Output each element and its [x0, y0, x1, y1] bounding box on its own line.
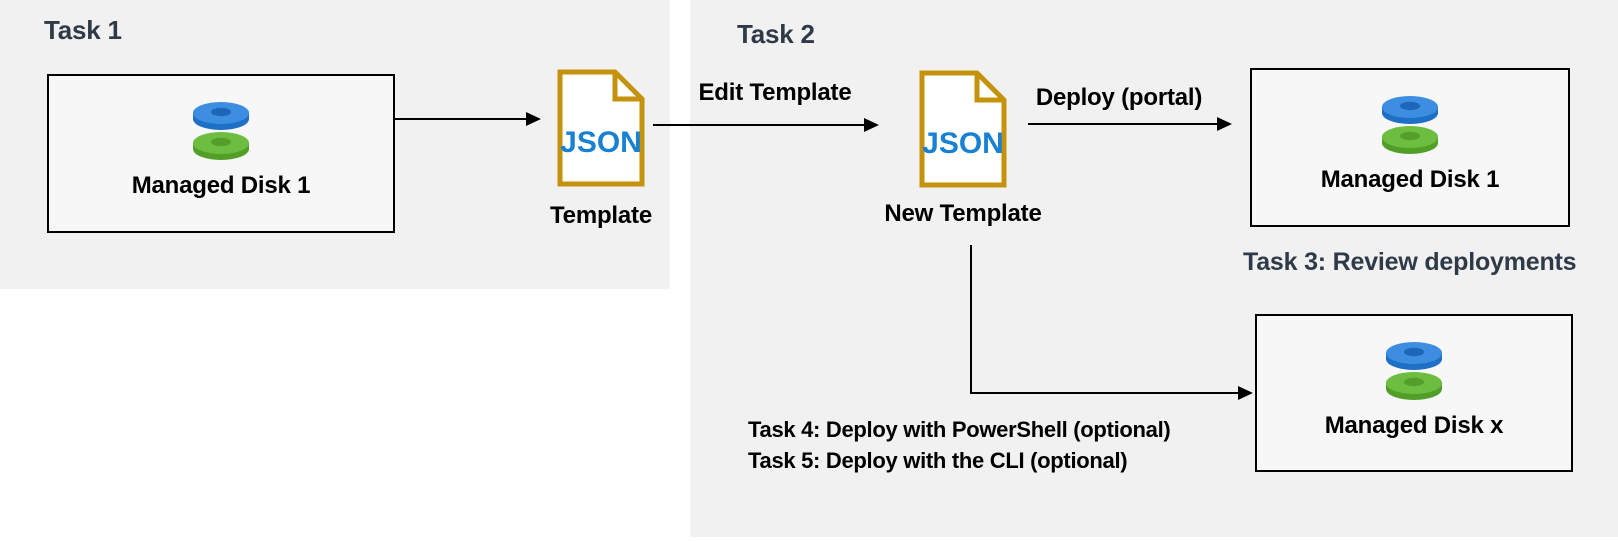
json-file-text: JSON — [922, 127, 1004, 160]
task3-heading: Task 3: Review deployments — [1243, 248, 1577, 276]
edit-template-label: Edit Template — [698, 79, 852, 106]
managed-disk-1-source-box: Managed Disk 1 — [47, 74, 395, 233]
template-caption: Template — [550, 202, 652, 229]
managed-disk-icon — [1386, 341, 1442, 400]
json-file-icon-new-template: JSON — [919, 70, 1007, 188]
managed-disk-icon — [193, 102, 249, 160]
new-template-caption: New Template — [884, 200, 1042, 227]
managed-disk-1-deployed-box: Managed Disk 1 — [1250, 68, 1570, 227]
json-file-icon-template: JSON — [557, 69, 645, 187]
deploy-portal-label: Deploy (portal) — [1035, 84, 1203, 111]
managed-disk-icon — [1382, 96, 1438, 154]
json-file-text: JSON — [560, 126, 642, 159]
optional-tasks-annotation: Task 4: Deploy with PowerShell (optional… — [748, 414, 1171, 476]
disk-box-label: Managed Disk 1 — [131, 172, 311, 199]
disk-box-label: Managed Disk x — [1324, 411, 1504, 439]
disk-box-label: Managed Disk 1 — [1320, 166, 1500, 193]
task5-heading: Task 5: Deploy with the CLI (optional) — [748, 448, 1128, 473]
task2-heading: Task 2 — [737, 19, 815, 49]
task1-heading: Task 1 — [44, 15, 122, 45]
task4-heading: Task 4: Deploy with PowerShell (optional… — [748, 417, 1171, 442]
managed-disk-x-box: Managed Disk x — [1255, 314, 1573, 472]
